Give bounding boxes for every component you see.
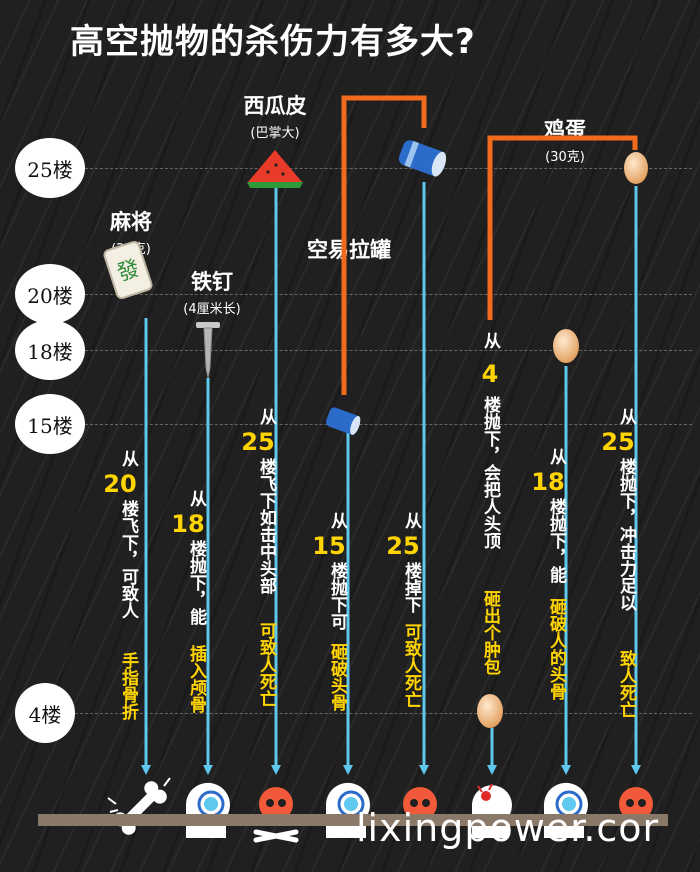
can-name: 空易拉罐 xyxy=(307,238,391,262)
nail-detail: (4厘米长) xyxy=(183,302,241,317)
col5-highlight: 可致人死亡 xyxy=(401,623,421,708)
col1-highlight: 手指骨折 xyxy=(118,652,138,720)
col5-num: 25 xyxy=(386,532,420,560)
head-injury-icon-2 xyxy=(186,782,234,838)
col6-text: 楼抛下，会把人头顶 xyxy=(480,396,500,549)
mahjong-tile-icon: 發 xyxy=(103,240,153,300)
col2-highlight: 插入颅骨 xyxy=(186,645,206,713)
page-title: 高空抛物的杀伤力有多大? xyxy=(70,22,476,62)
floor-badge-18: 18楼 xyxy=(15,320,85,380)
broken-bone-icon xyxy=(107,777,171,835)
floor-badge-4: 4楼 xyxy=(15,683,75,743)
col4-highlight: 砸破头骨 xyxy=(327,643,347,711)
can-label: 空易拉罐 xyxy=(290,234,408,264)
floor-badge-15: 15楼 xyxy=(15,394,85,454)
col5-pre: 从 xyxy=(401,512,421,529)
watermelon-label: 西瓜皮 (巴掌大) xyxy=(230,90,320,141)
col2-num: 18 xyxy=(171,510,205,538)
watermelon-name: 西瓜皮 xyxy=(243,94,307,118)
col2-text: 楼抛下，能 xyxy=(186,540,206,625)
can-icon-25 xyxy=(398,140,447,177)
col7-pre: 从 xyxy=(546,448,566,465)
col5-text: 楼掉下 xyxy=(401,562,421,613)
col3-text: 楼飞下如击中头部 xyxy=(256,458,276,594)
egg-bracket xyxy=(487,135,638,320)
col4-pre: 从 xyxy=(327,512,347,529)
ground-bar xyxy=(38,814,668,826)
col3-num: 25 xyxy=(241,428,275,456)
nail-name: 铁钉 xyxy=(191,270,233,294)
watermelon-detail: (巴掌大) xyxy=(250,126,300,141)
col8-highlight: 致人死亡 xyxy=(616,650,636,718)
watermark: lixingpower.cor xyxy=(356,806,660,850)
col3-pre: 从 xyxy=(256,408,276,425)
floor-line-25 xyxy=(70,168,692,169)
nail-label: 铁钉 (4厘米长) xyxy=(166,266,258,317)
col7-text: 楼抛下，能 xyxy=(546,498,566,583)
col8-text: 楼抛下，冲击力足以 xyxy=(616,458,636,611)
col1-text: 楼飞下，可致人 xyxy=(118,500,138,619)
col7-num: 18 xyxy=(531,468,565,496)
egg-icon-18 xyxy=(553,329,579,363)
nail-icon xyxy=(196,322,220,379)
egg-icon-4 xyxy=(477,694,503,728)
mahjong-name: 麻将 xyxy=(110,210,152,234)
col7-highlight: 砸破人的头骨 xyxy=(546,598,566,700)
col2-pre: 从 xyxy=(186,490,206,507)
floor-badge-20: 20楼 xyxy=(15,264,85,324)
col3-highlight: 可致人死亡 xyxy=(256,622,276,707)
can-icon-15 xyxy=(325,407,361,435)
floor-line-20 xyxy=(70,294,692,295)
col6-pre: 从 xyxy=(480,332,500,349)
egg-detail: (30克) xyxy=(545,150,585,165)
col6-num: 4 xyxy=(481,360,499,388)
floor-line-4 xyxy=(70,713,692,714)
floor-line-18 xyxy=(70,350,692,351)
watermelon-icon xyxy=(247,150,303,188)
col8-num: 25 xyxy=(601,428,635,456)
col6-highlight: 砸出个肿包 xyxy=(480,590,500,675)
col8-pre: 从 xyxy=(616,408,636,425)
can-bracket xyxy=(341,95,427,395)
col4-text: 楼抛下可 xyxy=(327,562,347,630)
col1-num: 20 xyxy=(103,470,137,498)
egg-icon-25 xyxy=(624,152,648,184)
floor-badge-25: 25楼 xyxy=(15,138,85,198)
col1-pre: 从 xyxy=(118,450,138,467)
col4-num: 15 xyxy=(312,532,346,560)
floor-line-15 xyxy=(70,424,692,425)
